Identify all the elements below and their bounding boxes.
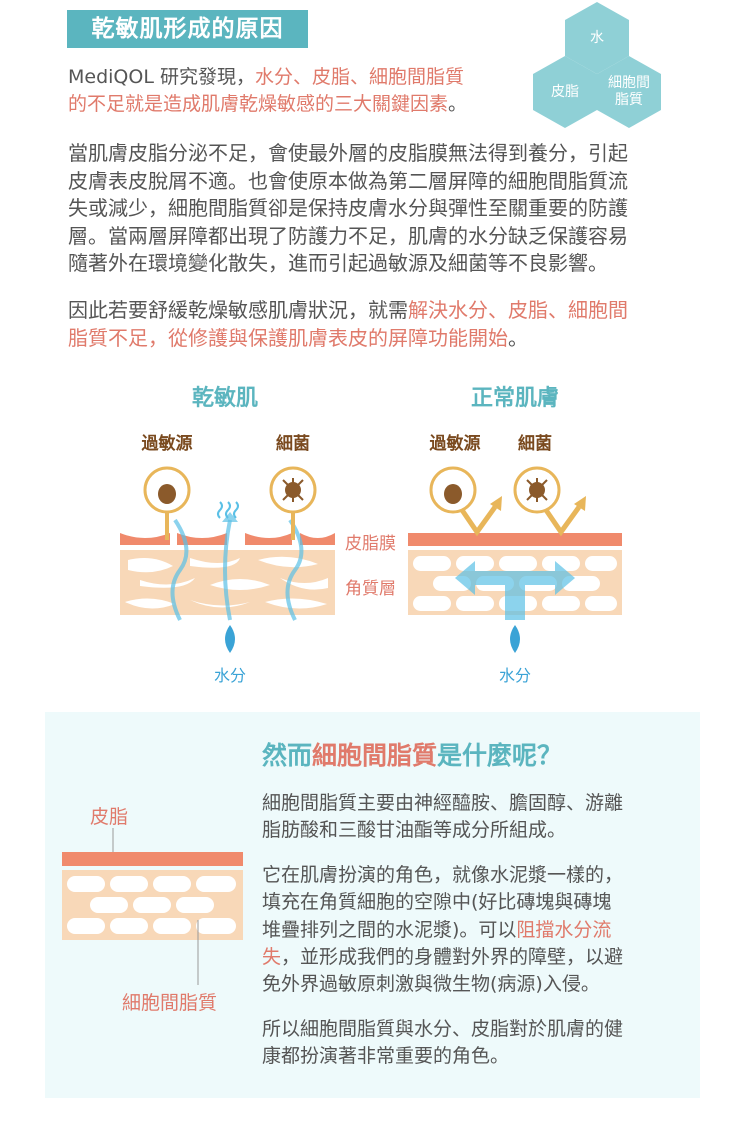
text-line: 它在肌膚扮演的角色，就像水泥漿一樣的， (262, 862, 623, 889)
text-segment: 。 (508, 325, 528, 350)
water-label: 水分 (213, 666, 247, 685)
water-label: 水分 (498, 666, 532, 685)
hexagon-label: 皮脂 (551, 83, 579, 100)
text-segment: 當肌膚皮脂分泌不足，會使最外層的皮脂膜無法得到養分，引起 (68, 141, 628, 165)
bacteria-deflected (513, 466, 586, 537)
hexagon-sebum: 皮脂 (533, 56, 597, 128)
text-line: 皮膚表皮脫屑不適。也會使原本做為第二層屏障的細胞間脂質流 (68, 168, 628, 196)
skin-barrier-diagram (120, 466, 622, 653)
highlight-text: 脂質不足，從修護與保護肌膚表皮的屏障功能開始 (68, 325, 508, 350)
lipid-role-text: 它在肌膚扮演的角色，就像水泥漿一樣的，填充在角質細胞的空隙中(好比磚塊與磚塊堆疊… (262, 862, 623, 998)
lipid-composition-text: 細胞間脂質主要由神經醯胺、膽固醇、游離脂肪酸和三酸甘油酯等成分所組成。 (262, 790, 623, 845)
allergen-label: 過敏源 (429, 434, 481, 454)
normal-skin-title: 正常肌膚 (470, 386, 560, 411)
evaporation-icon (217, 501, 239, 519)
highlight-text: 解決水分、皮脂、細胞間 (408, 298, 628, 322)
hexagon-label: 細胞間脂質 (608, 75, 650, 108)
text-line: 當肌膚皮脂分泌不足，會使最外層的皮脂膜無法得到養分，引起 (68, 140, 628, 168)
hexagon-lipid: 細胞間脂質 (597, 56, 661, 128)
highlight-text: 細胞間脂質 (312, 741, 438, 770)
water-drop-icon (510, 625, 520, 653)
text-line: MediQOL 研究發現，水分、皮脂、細胞間脂質 (68, 64, 467, 91)
sebum-film-label: 皮脂膜 (345, 534, 396, 554)
text-segment: 脂肪酸和三酸甘油酯等成分所組成。 (262, 819, 567, 842)
broken-sebum-film (120, 533, 335, 545)
bacteria-icon (526, 478, 548, 502)
highlight-text: 阻擋水分流 (516, 918, 612, 941)
bacteria-label: 細菌 (518, 434, 552, 454)
allergen-deflected (429, 466, 502, 537)
lipid-importance-text: 所以細胞間脂質與水分、皮脂對於肌膚的健康都扮演著非常重要的角色。 (262, 1016, 623, 1071)
text-segment: 填充在角質細胞的空隙中(好比磚塊與磚塊 (262, 891, 612, 914)
text-segment: 所以細胞間脂質與水分、皮脂對於肌膚的健 (262, 1018, 624, 1040)
stratum-corneum-label: 角質層 (345, 579, 396, 599)
text-line: 層。當兩層屏障都出現了防護力不足，肌膚的水分缺乏保護容易 (68, 223, 628, 251)
text-line: 所以細胞間脂質與水分、皮脂對於肌膚的健 (262, 1016, 623, 1043)
highlight-text: 水分、皮脂、細胞間脂質 (254, 66, 464, 88)
text-line: 脂肪酸和三酸甘油酯等成分所組成。 (262, 817, 623, 844)
text-line: 失或減少，細胞間脂質卻是保持皮膚水分與彈性至關重要的防護 (68, 195, 628, 223)
dry-skin-title: 乾敏肌 (191, 386, 259, 411)
text-segment: 。 (448, 93, 468, 115)
text-segment: 因此若要舒緩乾燥敏感肌膚狀況，就需 (68, 298, 408, 322)
allergen-probe (143, 466, 191, 540)
intercellular-lipid-label: 細胞間脂質 (122, 992, 218, 1014)
water-retained-arrow (455, 561, 575, 620)
text-line: 隨著外在環境變化散失，進而引起過敏源及細菌等不良影響。 (68, 250, 628, 278)
text-line: 填充在角質細胞的空隙中(好比磚塊與磚塊 (262, 889, 623, 916)
water-loss-arrows (170, 518, 304, 621)
lipid-diagram (62, 828, 243, 985)
text-segment: 它在肌膚扮演的角色，就像水泥漿一樣的， (262, 864, 624, 886)
allergen-label: 過敏源 (141, 434, 193, 454)
text-segment: 細胞間脂質主要由神經醯胺、膽固醇、游離 (262, 792, 624, 814)
text-segment: 層。當兩層屏障都出現了防護力不足，肌膚的水分缺乏保護容易 (68, 223, 628, 248)
text-line: 然而細胞間脂質是什麼呢？ (262, 736, 562, 772)
text-segment: 皮膚表皮脫屑不適。也會使原本做為第二層屏障的細胞間脂質流 (68, 168, 628, 193)
bacteria-probe (269, 466, 317, 540)
text-line: 因此若要舒緩乾燥敏感肌膚狀況，就需解決水分、皮脂、細胞間 (68, 297, 628, 325)
intact-sebum-film (408, 533, 622, 546)
paragraph-solution: 因此若要舒緩乾燥敏感肌膚狀況，就需解決水分、皮脂、細胞間脂質不足，從修護與保護肌… (68, 297, 628, 352)
text-segment: MediQOL 研究發現， (68, 66, 255, 88)
sebum-label: 皮脂 (90, 806, 129, 828)
bacteria-label: 細菌 (276, 434, 310, 454)
text-line: 細胞間脂質主要由神經醯胺、膽固醇、游離 (262, 790, 623, 817)
highlight-text: 的不足就是造成肌膚乾燥敏感的三大關鍵因素 (68, 93, 449, 115)
text-segment: 然而 (262, 741, 313, 770)
text-line: 康都扮演著非常重要的角色。 (262, 1043, 623, 1070)
water-drop-icon (225, 625, 235, 653)
hexagon-label: 水 (590, 29, 604, 46)
paragraph-dry-skin-cause: 當肌膚皮脂分泌不足，會使最外層的皮脂膜無法得到養分，引起皮膚表皮脫屑不適。也會使… (68, 140, 628, 278)
hexagon-water: 水 (565, 2, 629, 74)
text-line: 堆疊排列之間的水泥漿)。可以阻擋水分流 (262, 917, 623, 944)
mite-icon (158, 484, 176, 504)
bacteria-icon (282, 478, 304, 502)
text-segment: 康都扮演著非常重要的角色。 (262, 1045, 510, 1068)
text-segment: ，並形成我們的身體對外界的障壁，以避 (281, 945, 624, 968)
text-segment: 是什麼呢？ (437, 741, 563, 770)
text-segment: 免外界過敏原刺激與微生物(病源)入侵。 (262, 973, 600, 996)
text-line: 的不足就是造成肌膚乾燥敏感的三大關鍵因素。 (68, 91, 467, 118)
text-line: 脂質不足，從修護與保護肌膚表皮的屏障功能開始。 (68, 325, 628, 353)
text-segment: 隨著外在環境變化散失，進而引起過敏源及細菌等不良影響。 (68, 251, 608, 275)
text-line: 免外界過敏原刺激與微生物(病源)入侵。 (262, 971, 623, 998)
highlight-text: 失 (262, 945, 282, 968)
mite-icon (444, 484, 462, 504)
section-question: 然而細胞間脂質是什麼呢？ (262, 736, 562, 772)
intro-text: MediQOL 研究發現，水分、皮脂、細胞間脂質的不足就是造成肌膚乾燥敏感的三大… (68, 64, 467, 118)
text-line: 失，並形成我們的身體對外界的障壁，以避 (262, 944, 623, 971)
section-title: 乾敏肌形成的原因 (67, 10, 308, 48)
text-segment: 失或減少，細胞間脂質卻是保持皮膚水分與彈性至關重要的防護 (68, 196, 628, 220)
text-segment: 堆疊排列之間的水泥漿)。可以 (262, 918, 517, 941)
